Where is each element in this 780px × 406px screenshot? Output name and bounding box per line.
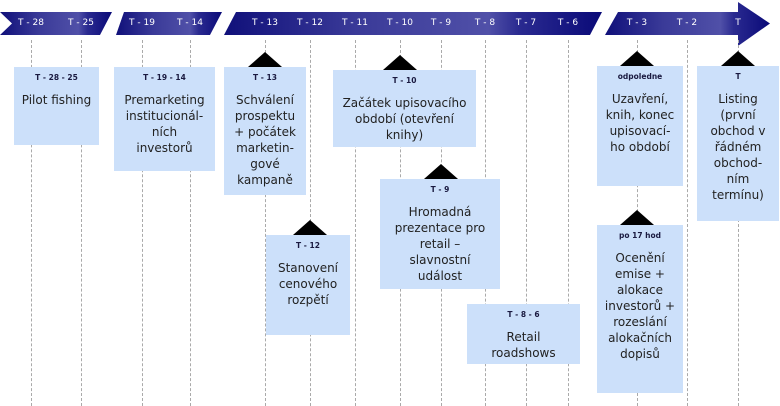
timeline-segment-2 bbox=[116, 12, 222, 35]
milestone-text: Pilot fishing bbox=[21, 93, 92, 107]
milestone-box: T - 12 Stanovení cenového rozpětí bbox=[266, 235, 350, 335]
milestone-date: T - 9 bbox=[430, 185, 450, 194]
tick-label: T - 13 bbox=[252, 18, 278, 28]
gridline bbox=[142, 40, 143, 406]
tick-label: T - 10 bbox=[387, 18, 413, 28]
milestone-text: Uzavření, knih, konec upisovací- ho obdo… bbox=[605, 92, 675, 154]
milestone-text: Schválení prospektu + počátek marketin- … bbox=[234, 93, 296, 187]
gridline bbox=[265, 40, 266, 406]
tick-label: T - 14 bbox=[177, 18, 203, 28]
tick-label: T - 6 bbox=[557, 18, 579, 28]
milestone-marker-icon bbox=[620, 51, 654, 66]
gridline bbox=[738, 40, 739, 406]
milestone-date: T - 28 - 25 bbox=[35, 73, 78, 82]
tick-label: T - 8 bbox=[474, 18, 496, 28]
milestone-text: Ocenění emise + alokace investorů + roze… bbox=[604, 251, 676, 361]
milestone-date: odpoledne bbox=[617, 72, 663, 81]
milestone-marker-icon bbox=[293, 220, 327, 235]
milestone-marker-icon bbox=[620, 210, 654, 225]
gridline bbox=[190, 40, 191, 406]
milestone-box: T - 9 Hromadná prezentace pro retail – sl… bbox=[380, 179, 500, 289]
milestone-box: T - 13 Schválení prospektu + počátek mark… bbox=[224, 67, 306, 195]
tick-label: T - 28 bbox=[18, 18, 44, 28]
gridline bbox=[81, 40, 82, 406]
milestone-date: T - 10 bbox=[392, 76, 417, 85]
tick-label: T - 12 bbox=[297, 18, 323, 28]
timeline-segment-3 bbox=[224, 12, 602, 35]
tick-label: T - 3 bbox=[626, 18, 648, 28]
timeline-arrow bbox=[0, 2, 770, 46]
tick-label: T - 11 bbox=[342, 18, 368, 28]
timeline-segment-4-arrowhead bbox=[605, 2, 770, 46]
tick-label: T - 19 bbox=[129, 18, 155, 28]
milestone-box: T - 19 - 14 Premarketing institucionál- n… bbox=[114, 67, 215, 171]
tick-label: T - 25 bbox=[68, 18, 94, 28]
milestone-marker-icon bbox=[424, 164, 458, 179]
gridline bbox=[568, 40, 569, 406]
milestone-text: Stanovení cenového rozpětí bbox=[277, 261, 339, 307]
milestone-box: T - 10 Začátek upisovacího období (otevře… bbox=[333, 70, 476, 147]
milestone-box: T Listing (první obchod v řádném obchod- … bbox=[697, 66, 779, 221]
milestone-text: Hromadná prezentace pro retail – slavnos… bbox=[394, 205, 486, 283]
gridline bbox=[31, 40, 32, 406]
milestone-date: po 17 hod bbox=[618, 231, 662, 240]
gridline bbox=[687, 40, 688, 406]
milestone-date: T - 12 bbox=[296, 241, 320, 250]
timeline-segment-1 bbox=[0, 12, 112, 35]
gridline bbox=[355, 40, 356, 406]
milestone-marker-icon bbox=[383, 55, 417, 70]
gridline bbox=[526, 40, 527, 406]
milestone-box: T - 28 - 25 Pilot fishing bbox=[14, 67, 99, 145]
milestone-text: Retail roadshows bbox=[491, 330, 556, 360]
milestone-text: Premarketing institucionál- ních investo… bbox=[124, 93, 205, 155]
milestone-date: T bbox=[735, 72, 741, 81]
tick-label: T - 2 bbox=[676, 18, 698, 28]
milestone-date: T - 19 - 14 bbox=[143, 73, 186, 82]
milestone-marker-icon bbox=[721, 51, 755, 66]
tick-label: T - 9 bbox=[430, 18, 452, 28]
milestone-marker-icon bbox=[248, 52, 282, 67]
milestone-box: T - 8 - 6 Retail roadshows bbox=[467, 304, 580, 364]
tick-label: T - 7 bbox=[515, 18, 537, 28]
tick-label: T bbox=[735, 18, 741, 28]
milestone-text: Listing (první obchod v řádném obchod- n… bbox=[710, 92, 766, 202]
milestone-text: Začátek upisovacího období (otevření kni… bbox=[342, 96, 467, 142]
milestone-date: T - 8 - 6 bbox=[507, 310, 540, 319]
milestone-date: T - 13 bbox=[253, 73, 277, 82]
